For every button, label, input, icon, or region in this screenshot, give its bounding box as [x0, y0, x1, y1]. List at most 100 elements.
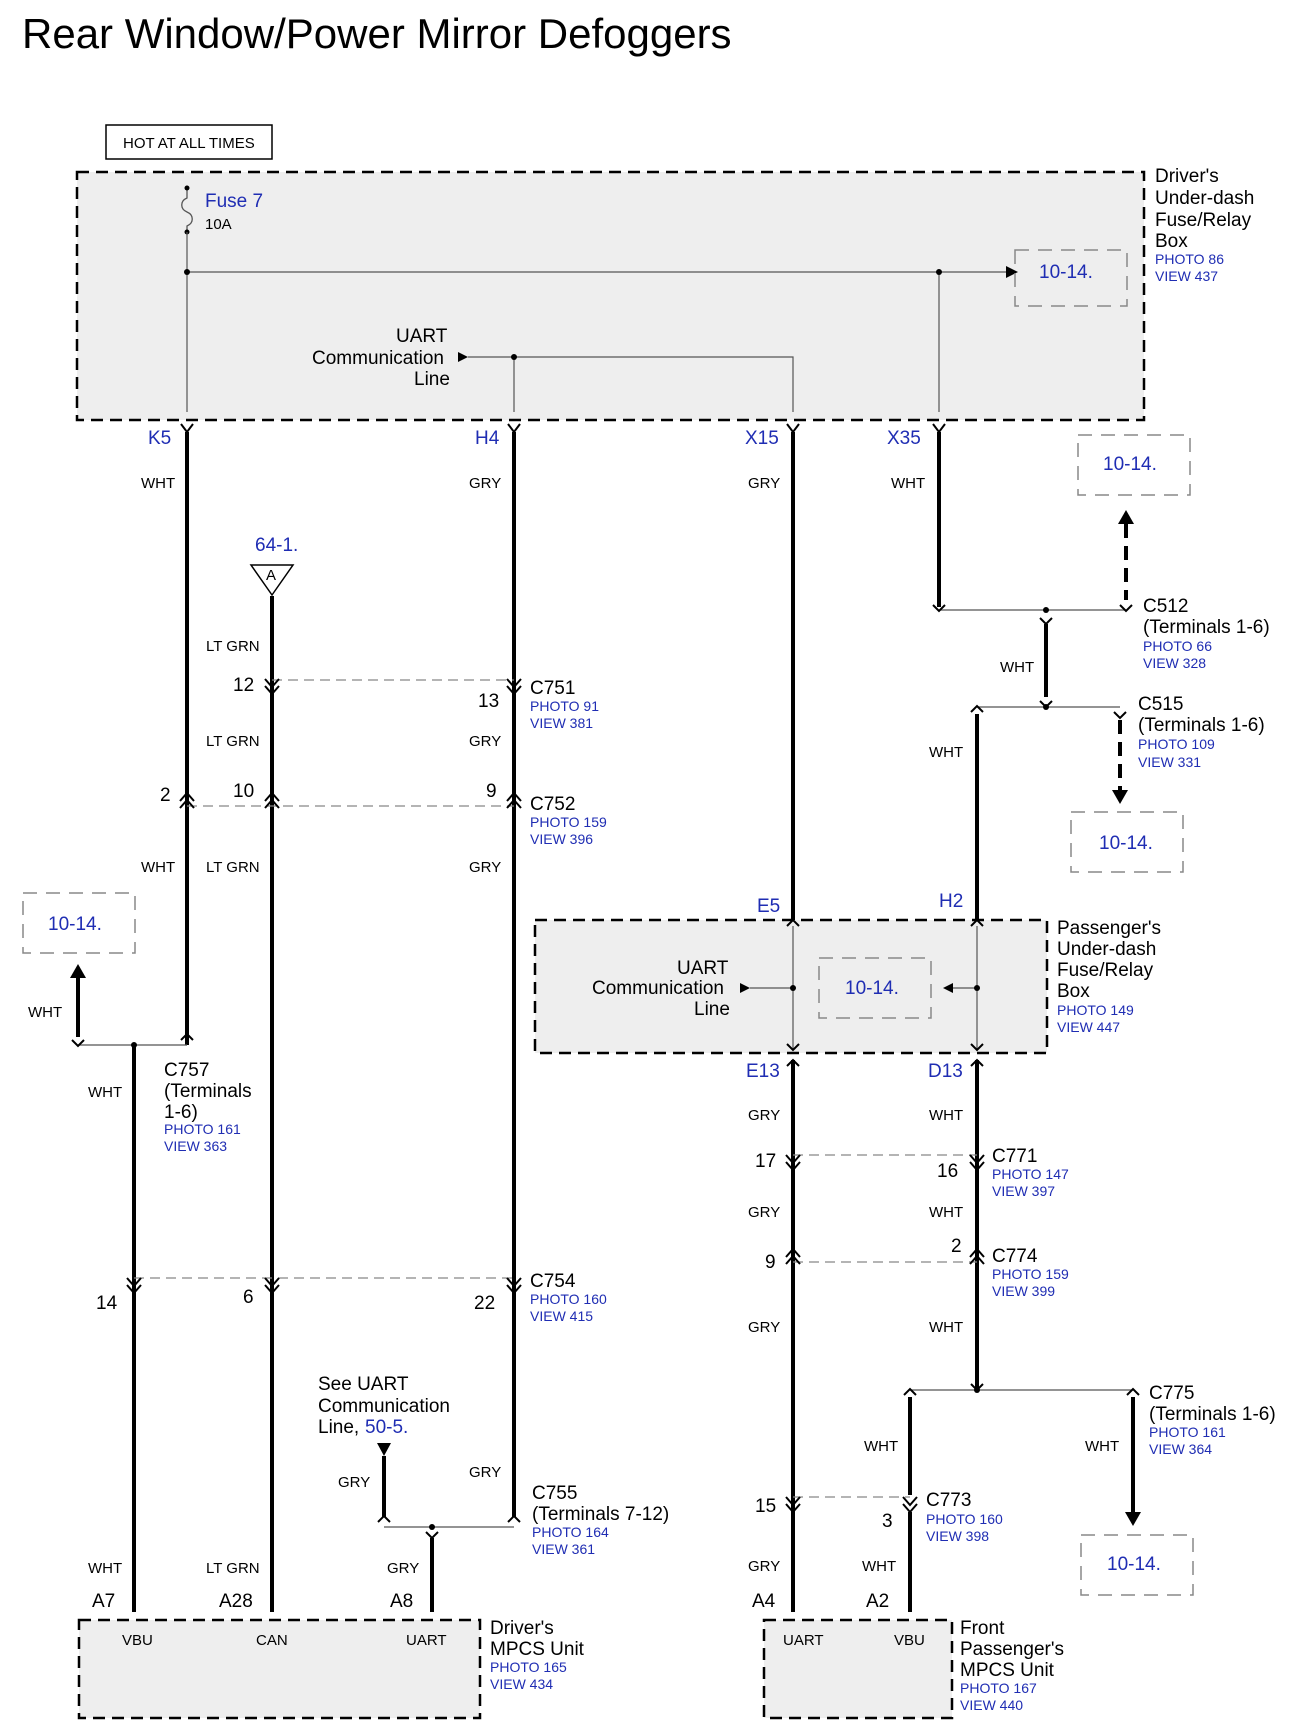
driver-mpcs-can: CAN — [256, 1632, 288, 1649]
svg-text:(Terminals 1-6): (Terminals 1-6) — [1143, 617, 1270, 638]
color-wht-4: WHT — [88, 1084, 122, 1101]
svg-text:VIEW 331: VIEW 331 — [1138, 754, 1201, 770]
svg-text:C757: C757 — [164, 1060, 209, 1081]
driver-box-ref: 10-14. — [1039, 262, 1093, 283]
pin-a28: A28 — [219, 1591, 253, 1612]
svg-text:VIEW 381: VIEW 381 — [530, 715, 593, 731]
svg-text:VIEW 361: VIEW 361 — [532, 1541, 595, 1557]
pin-x35: X35 — [887, 428, 921, 449]
term-9: 9 — [486, 781, 497, 802]
svg-text:PHOTO 149: PHOTO 149 — [1057, 1002, 1134, 1018]
term-15: 15 — [755, 1496, 776, 1517]
svg-text:Line: Line — [694, 999, 730, 1020]
connector-c752: C752 PHOTO 159 VIEW 396 — [530, 794, 607, 847]
right-top-ref: 10-14. — [1103, 454, 1157, 475]
driver-box-ref-box — [1014, 249, 1128, 307]
front-mpcs-label: Front Passenger's MPCS Unit PHOTO 167 VI… — [960, 1618, 1064, 1713]
connector-c773: C773 PHOTO 160 VIEW 398 — [926, 1490, 1003, 1544]
svg-text:PHOTO 91: PHOTO 91 — [530, 698, 599, 714]
svg-text:Under-dash: Under-dash — [1057, 939, 1156, 960]
svg-text:C755: C755 — [532, 1483, 577, 1504]
svg-text:Driver's: Driver's — [490, 1618, 554, 1639]
fuse-rating: 10A — [205, 216, 232, 233]
term-22: 22 — [474, 1293, 495, 1314]
svg-text:UART: UART — [396, 326, 448, 347]
passenger-box-ref: 10-14. — [845, 978, 899, 999]
pin-x15: X15 — [745, 428, 779, 449]
driver-uart-label: UART Communication Line — [312, 326, 450, 390]
svg-text:Line,: Line, — [318, 1417, 359, 1438]
right-mid-ref-box — [1070, 811, 1184, 873]
svg-text:See UART: See UART — [318, 1374, 409, 1395]
svg-text:PHOTO 161: PHOTO 161 — [164, 1121, 241, 1137]
svg-text:VIEW 328: VIEW 328 — [1143, 655, 1206, 671]
fuse-name: Fuse 7 — [205, 191, 263, 212]
term-10: 10 — [233, 781, 254, 802]
color-gry-a8: GRY — [387, 1560, 419, 1577]
connector-c771: C771 PHOTO 147 VIEW 397 — [992, 1146, 1069, 1199]
color-wht-h2: WHT — [929, 744, 963, 761]
color-gry-3: GRY — [469, 859, 501, 876]
svg-text:(Terminals 1-6): (Terminals 1-6) — [1149, 1404, 1276, 1425]
color-gry-a4: GRY — [748, 1558, 780, 1575]
front-mpcs-vbu: VBU — [894, 1632, 925, 1649]
term-2b: 2 — [951, 1236, 962, 1257]
color-ltgrn-3: LT GRN — [206, 859, 260, 876]
term-17: 17 — [755, 1151, 776, 1172]
svg-text:VIEW 434: VIEW 434 — [490, 1676, 553, 1692]
svg-text:C774: C774 — [992, 1246, 1038, 1267]
svg-text:Box: Box — [1155, 231, 1188, 252]
svg-text:VIEW 396: VIEW 396 — [530, 831, 593, 847]
pin-d13: D13 — [928, 1061, 963, 1082]
passenger-uart-label: UART Communication Line — [592, 958, 730, 1020]
svg-text:PHOTO 160: PHOTO 160 — [926, 1511, 1003, 1527]
left-ref-box — [22, 892, 136, 954]
svg-text:PHOTO 164: PHOTO 164 — [532, 1524, 609, 1540]
svg-text:(Terminals: (Terminals — [164, 1081, 252, 1102]
svg-text:Communication: Communication — [312, 348, 444, 369]
color-ltgrn-2: LT GRN — [206, 733, 260, 750]
svg-text:C773: C773 — [926, 1490, 971, 1511]
pin-a7: A7 — [92, 1591, 115, 1612]
color-wht-c774: WHT — [929, 1319, 963, 1336]
term-12: 12 — [233, 675, 254, 696]
connector-c755: C755 (Terminals 7-12) PHOTO 164 VIEW 361 — [532, 1483, 669, 1557]
color-wht-c771: WHT — [929, 1204, 963, 1221]
svg-text:PHOTO 161: PHOTO 161 — [1149, 1424, 1226, 1440]
term-9b: 9 — [765, 1252, 776, 1273]
svg-text:(Terminals 1-6): (Terminals 1-6) — [1138, 715, 1265, 736]
term-2: 2 — [160, 785, 171, 806]
svg-text:VIEW 363: VIEW 363 — [164, 1138, 227, 1154]
svg-text:VIEW 399: VIEW 399 — [992, 1283, 1055, 1299]
left-ref: 10-14. — [48, 914, 102, 935]
svg-text:PHOTO 109: PHOTO 109 — [1138, 736, 1215, 752]
svg-text:Passenger's: Passenger's — [960, 1639, 1064, 1660]
connector-c754: C754 PHOTO 160 VIEW 415 — [530, 1271, 607, 1324]
hot-at-all-times-box — [105, 124, 273, 160]
svg-text:PHOTO 159: PHOTO 159 — [530, 814, 607, 830]
color-wht-d13: WHT — [929, 1107, 963, 1124]
svg-text:Fuse/Relay: Fuse/Relay — [1155, 210, 1252, 231]
svg-text:C515: C515 — [1138, 694, 1183, 715]
svg-text:MPCS Unit: MPCS Unit — [960, 1660, 1055, 1681]
front-mpcs-uart: UART — [783, 1632, 824, 1649]
svg-text:C512: C512 — [1143, 596, 1188, 617]
svg-text:Under-dash: Under-dash — [1155, 188, 1254, 209]
svg-text:C754: C754 — [530, 1271, 576, 1292]
pin-h4: H4 — [475, 428, 500, 449]
front-mpcs-box — [762, 1618, 954, 1720]
svg-text:1-6): 1-6) — [164, 1102, 198, 1123]
connector-c774: C774 PHOTO 159 VIEW 399 — [992, 1246, 1069, 1299]
ref-64-1: 64-1. — [255, 535, 298, 556]
svg-text:Line: Line — [414, 369, 450, 390]
svg-text:MPCS Unit: MPCS Unit — [490, 1639, 585, 1660]
color-gry-c774: GRY — [748, 1319, 780, 1336]
svg-text:C771: C771 — [992, 1146, 1037, 1167]
driver-mpcs-box — [77, 1618, 482, 1720]
svg-text:Communication: Communication — [592, 978, 724, 999]
right-bottom-ref-box — [1080, 1534, 1194, 1596]
svg-text:PHOTO 167: PHOTO 167 — [960, 1680, 1037, 1696]
svg-text:PHOTO 66: PHOTO 66 — [1143, 638, 1212, 654]
svg-text:Communication: Communication — [318, 1396, 450, 1417]
